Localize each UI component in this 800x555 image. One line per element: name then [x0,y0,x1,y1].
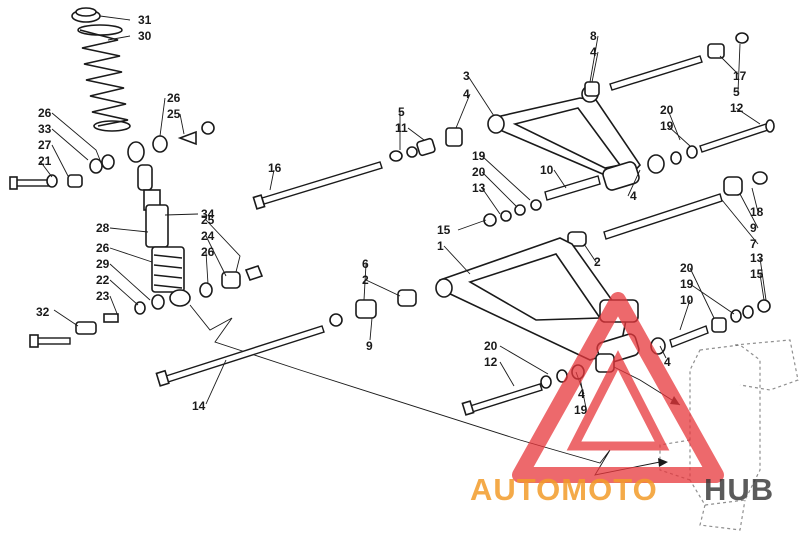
callout: 5 [398,105,405,119]
callout: 31 [138,13,152,27]
callout: 11 [395,121,408,135]
watermark-logo [512,292,724,483]
callout: 20 [660,103,674,117]
callout: 4 [463,87,470,101]
callout: 10 [540,163,554,177]
coil-spring [77,24,131,132]
callout: 19 [680,277,694,291]
frame-bracket [659,339,799,531]
callout: 20 [680,261,694,275]
upper-arm-hardware [483,199,587,247]
callout: 13 [472,181,486,195]
callout: 26 [38,106,52,120]
callout: 8 [590,29,597,43]
lower-mount-hardware [29,265,264,348]
shock-absorber [137,164,191,307]
callout: 32 [36,305,50,319]
callout: 14 [192,399,206,413]
callout: 4 [578,387,585,401]
callout: 27 [38,138,52,152]
callout: 12 [484,355,498,369]
callout: 30 [138,29,152,43]
callout: 13 [750,251,764,265]
callout: 19 [660,119,674,133]
callout: 25 [167,107,181,121]
callout: 4 [630,189,637,203]
callout: 18 [750,205,764,219]
callout: 1 [437,239,444,253]
watermark-brand-a: AUTOMOTO [470,472,658,507]
callout: 20 [472,165,486,179]
callout: 5 [733,85,740,99]
callout: 15 [437,223,451,237]
callout: 19 [472,149,486,163]
callout: 3 [463,69,470,83]
callout: 20 [484,339,498,353]
upper-a-arm [445,81,642,191]
callout: 4 [664,355,671,369]
upper-mount-hardware [9,121,215,190]
callout: 21 [38,154,52,168]
bolt-16 [252,137,436,210]
callout: 23 [96,289,110,303]
callout: 34 [201,207,215,221]
callout: 25 [201,213,215,227]
callout: 28 [96,221,110,235]
bolt-14 [155,289,417,387]
callout: 26 [96,241,110,255]
callout: 15 [750,267,764,281]
spring-cap [71,7,101,23]
callout: 22 [96,273,110,287]
leader-lines [39,15,767,409]
watermark-brand-b: HUB [704,472,774,507]
callout: 16 [268,161,282,175]
callout: 33 [38,122,52,136]
callout: 26 [167,91,181,105]
callout: 4 [590,45,597,59]
shafts [544,32,775,240]
callout: 12 [730,101,744,115]
callout: 2 [594,255,601,269]
callout: 9 [366,339,373,353]
callout: 17 [733,69,747,83]
callout: 6 [362,257,369,271]
callout-labels: 31 30 26 33 27 21 26 25 34 28 26 29 22 2… [36,13,764,417]
callout: 19 [574,403,588,417]
callout: 26 [201,245,215,259]
callout: 24 [201,229,215,243]
callout: 10 [680,293,694,307]
callout: 29 [96,257,110,271]
callout: 9 [750,221,757,235]
callout: 7 [750,237,757,251]
callout: 2 [362,273,369,287]
